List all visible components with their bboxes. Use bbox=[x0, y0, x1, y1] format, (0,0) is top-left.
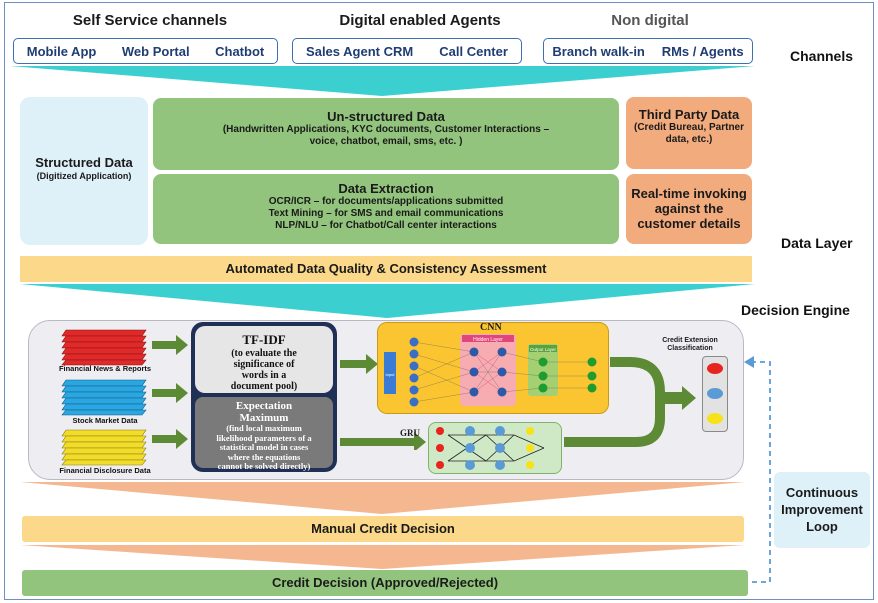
third-party-data-box: Third Party Data (Credit Bureau, Partner… bbox=[626, 97, 752, 169]
third-party-data-title: Third Party Data bbox=[638, 107, 740, 122]
financial-disclosure-stack-icon bbox=[61, 429, 147, 466]
source-arrows bbox=[152, 335, 188, 449]
yellow-class-light bbox=[707, 413, 723, 424]
channel-call-center: Call Center bbox=[439, 43, 508, 59]
third-party-data-sub2: data, etc.) bbox=[665, 134, 713, 145]
tfidf-line-1: (to evaluate the bbox=[231, 348, 297, 359]
channels-label: Channels bbox=[790, 48, 854, 64]
cnn-input-label: Input bbox=[386, 372, 396, 377]
data-layer-funnel bbox=[20, 284, 755, 318]
data-extraction-title: Data Extraction bbox=[338, 181, 434, 196]
red-class-light bbox=[707, 363, 723, 374]
em-line-2: likelihood parameters of a bbox=[216, 432, 312, 443]
realtime-line-1: Real-time invoking bbox=[631, 186, 747, 201]
continuous-improvement-box: Continuous Improvement Loop bbox=[774, 472, 870, 548]
manual-credit-decision-bar: Manual Credit Decision bbox=[22, 516, 744, 542]
financial-news-stack-icon bbox=[61, 329, 147, 366]
feedback-loop-arrow bbox=[744, 356, 771, 583]
gru-network-diagram bbox=[436, 426, 545, 470]
em-title-1: Expectation bbox=[235, 400, 293, 412]
method-arrows bbox=[340, 354, 426, 450]
tfidf-line-2: significance of bbox=[233, 359, 295, 370]
structured-data-title: Structured Data bbox=[35, 155, 133, 170]
em-line-5: cannot be solved directly) bbox=[217, 461, 311, 471]
cnn-title: CNN bbox=[480, 322, 502, 333]
tfidf-line-4: document pool) bbox=[230, 381, 298, 392]
unstructured-data-sub2: voice, chatbot, email, sms, etc. ) bbox=[309, 136, 463, 147]
engine-funnel bbox=[20, 482, 745, 514]
manual-funnel bbox=[20, 545, 745, 569]
structured-data-box: Structured Data (Digitized Application) bbox=[20, 97, 148, 245]
channel-branch-walk-in: Branch walk-in bbox=[552, 43, 645, 59]
stock-market-stack-icon bbox=[61, 379, 147, 416]
self-service-channels-box: Mobile App Web Portal Chatbot bbox=[13, 38, 278, 64]
decision-engine-label: Decision Engine bbox=[741, 302, 850, 318]
realtime-invoking-box: Real-time invoking against the customer … bbox=[626, 174, 752, 244]
data-extraction-box: Data Extraction OCR/ICR – for documents/… bbox=[153, 174, 619, 244]
channel-rms-agents: RMs / Agents bbox=[661, 43, 744, 59]
em-title-2: Maximum bbox=[239, 412, 289, 424]
classification-line-1: Credit Extension bbox=[662, 337, 718, 344]
classification-line-2: Classification bbox=[667, 345, 713, 352]
tfidf-box: TF-IDF (to evaluate the significance of … bbox=[195, 326, 333, 393]
realtime-line-2: against the bbox=[654, 201, 724, 216]
channels-funnel bbox=[10, 66, 755, 96]
data-extraction-line-ocr: OCR/ICR – for documents/applications sub… bbox=[268, 196, 504, 207]
cnn-hidden-layer-label: Hidden Layer bbox=[473, 337, 503, 343]
data-quality-bar: Automated Data Quality & Consistency Ass… bbox=[20, 256, 752, 282]
third-party-data-sub1: (Credit Bureau, Partner bbox=[633, 122, 745, 133]
data-extraction-line-nlp: NLP/NLU – for Chatbot/Call center intera… bbox=[275, 220, 497, 231]
improvement-line-1: Continuous bbox=[785, 485, 859, 500]
tfidf-title: TF-IDF bbox=[242, 332, 286, 347]
em-box: Expectation Maximum (find local maximum … bbox=[195, 397, 333, 471]
structured-data-sub: (Digitized Application) bbox=[36, 171, 132, 181]
merge-arrow bbox=[564, 357, 696, 447]
cnn-output-layer-label: Output Layer bbox=[530, 347, 557, 352]
diagram-frame bbox=[4, 2, 874, 600]
gru-label: GRU bbox=[400, 428, 420, 438]
improvement-line-2: Improvement bbox=[781, 502, 863, 517]
credit-decision-bar: Credit Decision (Approved/Rejected) bbox=[22, 570, 748, 596]
realtime-line-3: customer details bbox=[637, 216, 741, 231]
cnn-network-diagram: Input Hidden Layer Output Layer bbox=[384, 334, 597, 407]
digital-agents-box: Sales Agent CRM Call Center bbox=[292, 38, 522, 64]
self-service-header: Self Service channels bbox=[72, 12, 228, 29]
improvement-line-3: Loop bbox=[806, 519, 838, 534]
em-line-3: statistical model in cases bbox=[219, 442, 309, 452]
em-line-1: (find local maximum bbox=[226, 423, 302, 433]
non-digital-header: Non digital bbox=[611, 12, 689, 29]
channel-sales-agent-crm: Sales Agent CRM bbox=[306, 43, 414, 59]
channel-web-portal: Web Portal bbox=[121, 43, 190, 59]
unstructured-data-title: Un-structured Data bbox=[327, 109, 445, 124]
blue-class-light bbox=[707, 388, 723, 399]
financial-news-label: Financial News & Reports bbox=[58, 364, 152, 373]
non-digital-box: Branch walk-in RMs / Agents bbox=[543, 38, 753, 64]
unstructured-data-sub1: (Handwritten Applications, KYC documents… bbox=[222, 124, 550, 135]
classification-indicator bbox=[702, 356, 728, 432]
unstructured-data-box: Un-structured Data (Handwritten Applicat… bbox=[153, 98, 619, 170]
data-extraction-line-text-mining: Text Mining – for SMS and email communic… bbox=[268, 208, 504, 219]
stock-market-label: Stock Market Data bbox=[72, 416, 138, 425]
em-line-4: where the equations bbox=[227, 451, 301, 462]
tfidf-line-3: words in a bbox=[241, 370, 287, 381]
digital-agents-header: Digital enabled Agents bbox=[339, 12, 501, 29]
financial-disclosure-label: Financial Disclosure Data bbox=[59, 466, 151, 475]
data-layer-label: Data Layer bbox=[781, 235, 853, 251]
classification-title: Credit Extension Classification bbox=[650, 337, 730, 353]
channel-chatbot: Chatbot bbox=[215, 43, 265, 59]
channel-mobile-app: Mobile App bbox=[26, 43, 97, 59]
